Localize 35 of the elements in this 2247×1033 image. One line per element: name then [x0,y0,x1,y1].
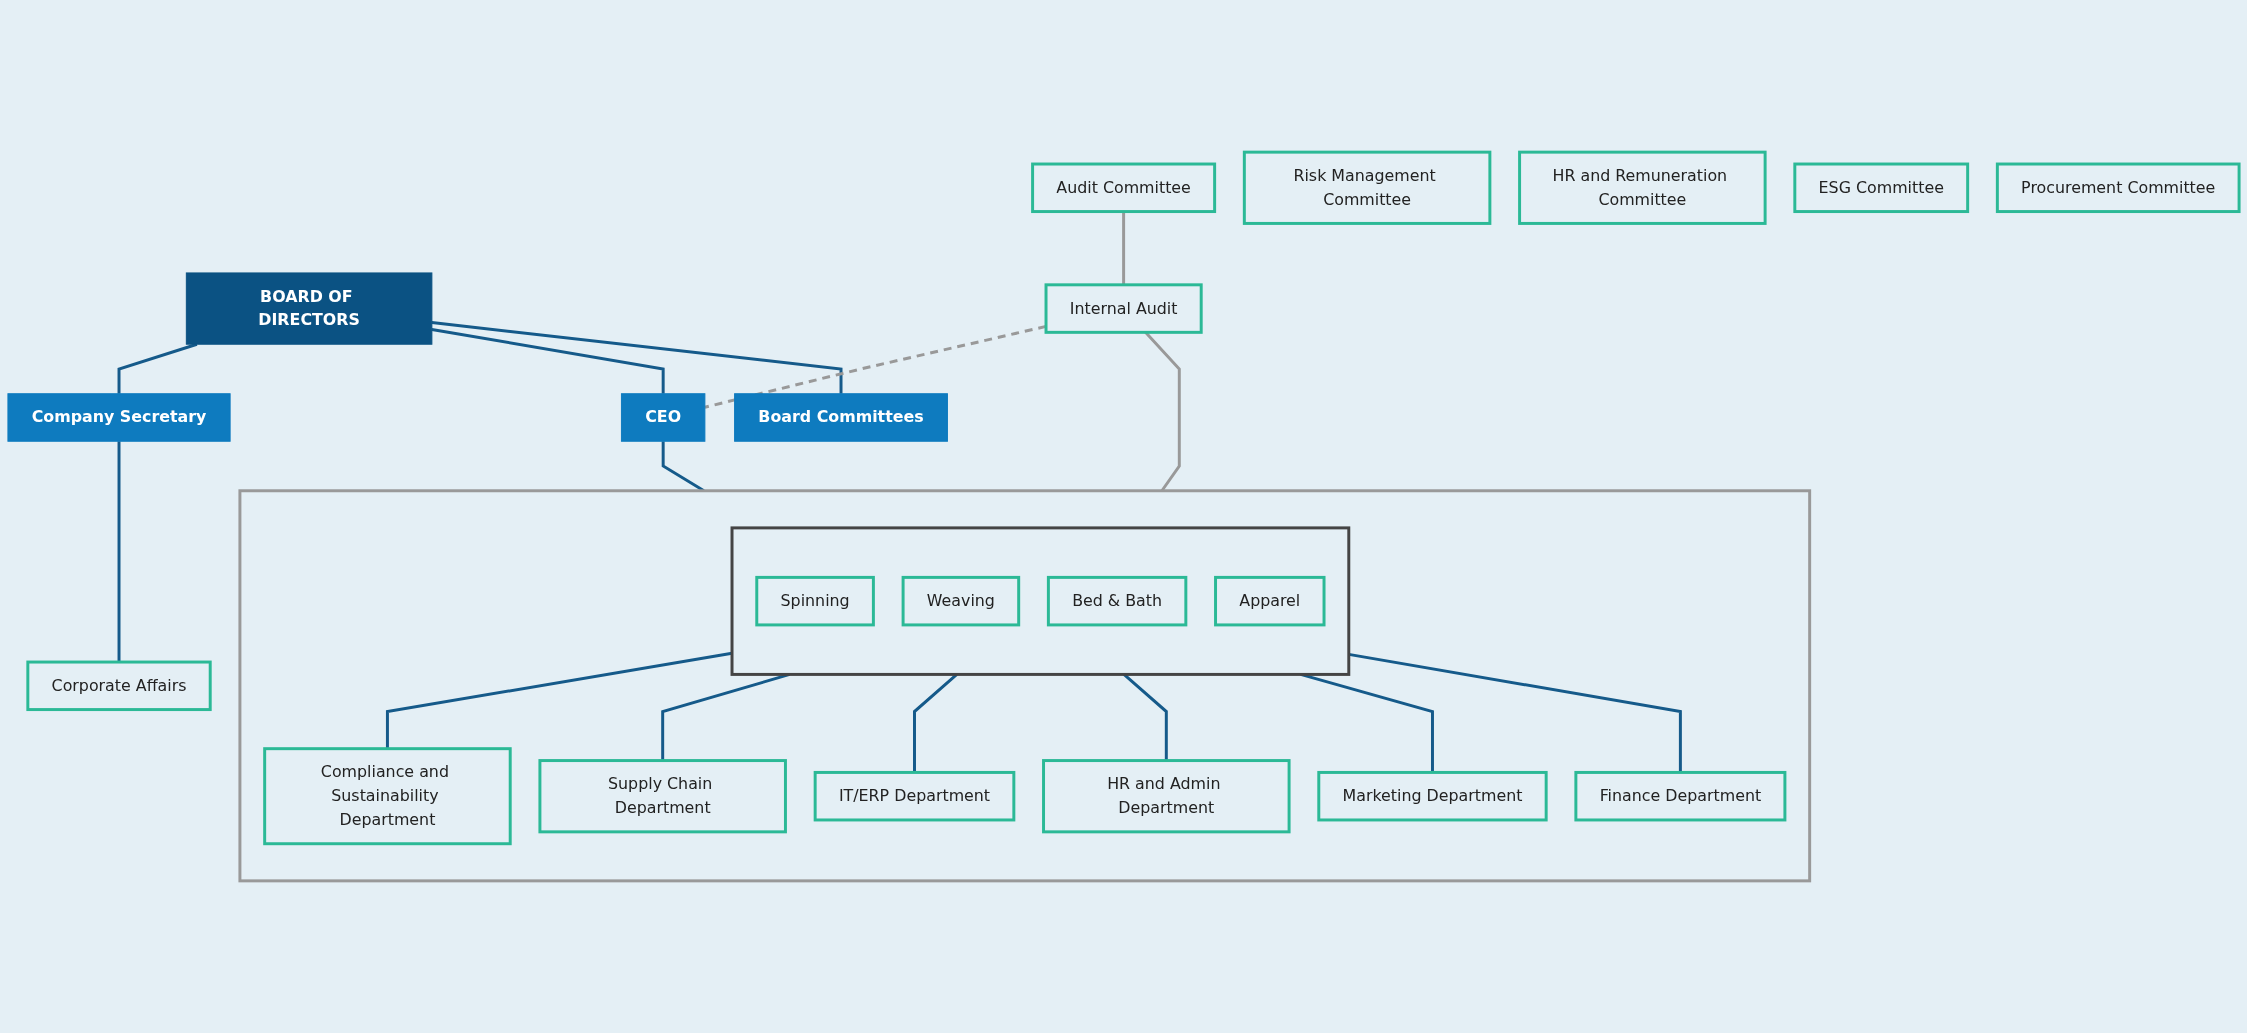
node-box: Finance Department [1574,770,1787,822]
cluster [238,489,1812,883]
connector [117,342,198,394]
node-box: Risk Management Committee [1242,150,1492,225]
connector [431,328,665,394]
node-box: Internal Audit [1044,283,1203,334]
node-box: Compliance and Sustainability Department [263,747,512,846]
connector [704,324,1047,409]
node-box: BOARD OF DIRECTORS [185,272,433,345]
node-box: HR and Remuneration Committee [1518,150,1767,225]
node-box: Weaving [901,575,1021,627]
connector [1123,673,1168,761]
node-box: ESG Committee [1793,162,1970,214]
node-box: Bed & Bath [1046,575,1188,627]
connector [661,673,791,761]
cluster [730,526,1351,676]
node-box: IT/ERP Department [813,770,1016,822]
connector [385,651,733,749]
node-box: Corporate Affairs [26,660,212,712]
node-box: Board Committees [734,393,948,442]
node-box: Company Secretary [7,393,231,442]
node-box: Apparel [1214,575,1326,627]
node-box: Audit Committee [1031,162,1217,214]
node-box: CEO [620,393,706,442]
connector [1122,211,1126,285]
connector [431,321,843,394]
node-box: HR and Admin Department [1042,759,1291,834]
connector [1300,673,1434,773]
node-box: Supply Chain Department [538,759,787,834]
connector [117,441,121,663]
node-box: Spinning [755,575,875,627]
connector [1348,652,1682,773]
node-box: Procurement Committee [1995,162,2241,214]
connector [913,673,958,773]
node-box: Marketing Department [1317,770,1548,822]
